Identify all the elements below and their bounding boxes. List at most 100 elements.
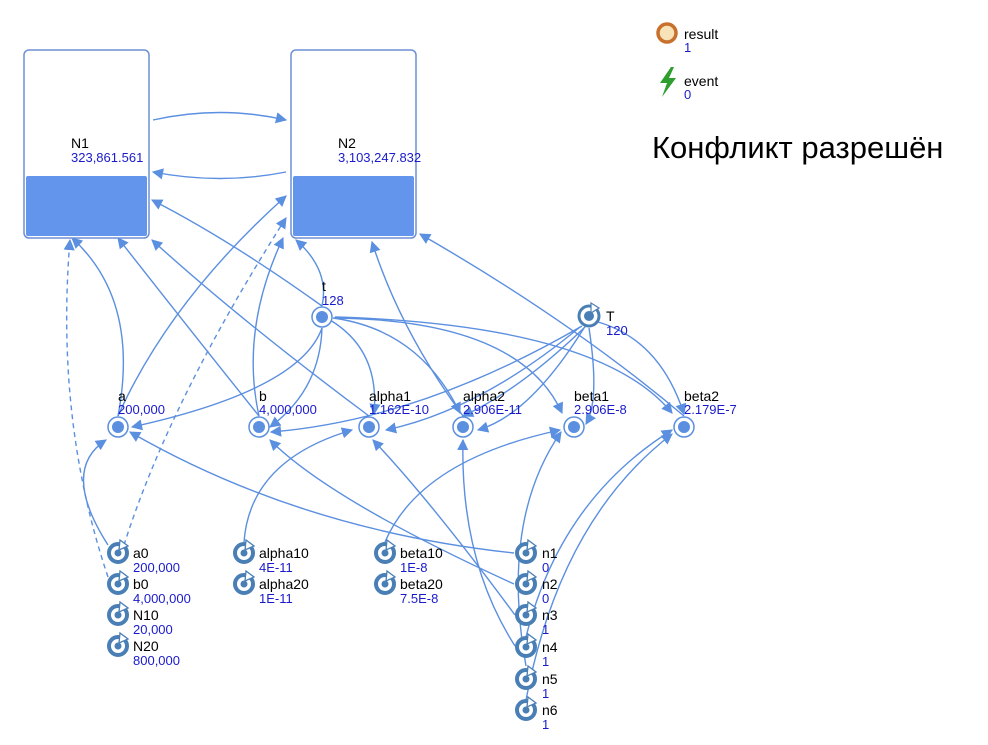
parameter-node-n3[interactable]	[515, 600, 538, 626]
parameter-node-alpha20[interactable]	[233, 569, 256, 595]
legend-event-value: 0	[684, 87, 692, 102]
var-T-name: T	[606, 308, 615, 324]
var-t-name: t	[322, 278, 326, 294]
stock-N2[interactable]	[290, 49, 417, 239]
link-arrow-23	[597, 321, 687, 416]
parameter-node-n4[interactable]	[515, 632, 538, 658]
variable-node-t[interactable]	[311, 306, 333, 328]
result-circle-icon	[656, 22, 678, 44]
link-arrow-31	[457, 438, 516, 647]
param-a0-name: a0	[133, 545, 149, 561]
param-n4-value: 1	[542, 654, 550, 669]
param-a0-value: 200,000	[133, 560, 180, 575]
param-beta10-value: 1E-8	[400, 560, 428, 575]
parameter-node-N10[interactable]	[107, 600, 130, 626]
stock-N1[interactable]	[23, 49, 150, 239]
conflict-status-text: Конфликт разрешён	[652, 130, 944, 165]
link-arrow-26	[384, 426, 562, 543]
variable-node-alpha2[interactable]	[452, 416, 474, 438]
var-beta2-name: beta2	[684, 388, 720, 404]
variable-node-T[interactable]	[577, 301, 601, 328]
param-n2-value: 0	[542, 591, 550, 606]
legend-result-value: 1	[684, 40, 692, 55]
link-arrow-5	[117, 195, 287, 417]
parameter-node-beta20[interactable]	[374, 569, 397, 595]
legend-event-label: event	[684, 73, 719, 89]
var-a-name: a	[118, 388, 126, 404]
param-N10-value: 20,000	[133, 622, 173, 637]
param-n6-value: 1	[542, 717, 550, 732]
param-beta10-name: beta10	[400, 545, 443, 561]
link-arrow-32	[517, 431, 562, 667]
parameter-node-b0[interactable]	[107, 569, 130, 595]
parameter-node-alpha10[interactable]	[233, 538, 256, 564]
parameter-node-N20[interactable]	[107, 631, 130, 657]
param-n2-name: n2	[542, 576, 558, 592]
param-b0-name: b0	[133, 576, 149, 592]
param-n1-name: n1	[542, 545, 558, 561]
var-b-value: 4,000,000	[259, 402, 317, 417]
link-arrow-25	[243, 427, 354, 543]
link-arrow-3	[295, 239, 325, 307]
var-beta1-value: 2.906E-8	[574, 402, 627, 417]
var-beta1-name: beta1	[574, 388, 610, 404]
stock-N2-name: N2	[338, 135, 356, 151]
link-arrow-33	[525, 433, 673, 701]
param-n4-name: n4	[542, 639, 558, 655]
link-arrow-10	[419, 233, 685, 417]
variable-node-beta1[interactable]	[563, 416, 585, 438]
param-N10-name: N10	[133, 607, 159, 623]
lightning-bolt-icon	[660, 67, 676, 97]
param-beta20-value: 7.5E-8	[400, 591, 439, 606]
link-arrow-28	[129, 431, 515, 554]
link-arrow-19	[269, 325, 583, 437]
variable-node-alpha1[interactable]	[358, 416, 380, 438]
link-arrow-34	[525, 429, 673, 638]
link-arrow-29	[269, 439, 515, 585]
parameter-node-n6[interactable]	[515, 695, 538, 721]
link-arrow-16	[332, 317, 461, 415]
variable-node-beta2[interactable]	[673, 416, 695, 438]
param-n5-value: 1	[542, 686, 550, 701]
variable-node-a[interactable]	[107, 416, 129, 438]
parameter-node-n1[interactable]	[515, 538, 538, 564]
parameter-node-n5[interactable]	[515, 664, 538, 690]
link-arrow-9	[369, 240, 464, 417]
link-arrow-18	[334, 316, 673, 414]
var-alpha1-name: alpha1	[369, 388, 412, 404]
parameter-node-beta10[interactable]	[374, 538, 397, 564]
link-arrow-14	[269, 327, 323, 428]
var-b-name: b	[259, 388, 267, 404]
var-a-value: 200,000	[118, 402, 165, 417]
param-n3-name: n3	[542, 607, 558, 623]
param-b0-value: 4,000,000	[133, 591, 191, 606]
param-alpha20-value: 1E-11	[259, 591, 293, 606]
link-arrow-4	[71, 237, 125, 417]
parameter-node-n2[interactable]	[515, 569, 538, 595]
var-alpha2-value: 2.906E-11	[463, 402, 523, 417]
link-arrow-21	[476, 327, 585, 433]
param-beta20-name: beta20	[400, 576, 443, 592]
nodes-layer	[23, 49, 695, 721]
link-arrow-0	[152, 111, 288, 124]
var-t-value: 128	[322, 293, 344, 308]
link-arrow-1	[151, 168, 287, 180]
stock-N1-name: N1	[71, 135, 89, 151]
link-arrow-13	[130, 327, 323, 431]
stock-N2-value: 3,103,247.832	[338, 150, 422, 165]
link-arrow-7	[252, 236, 284, 417]
link-arrow-6	[117, 237, 260, 417]
param-n3-value: 1	[542, 622, 550, 637]
link-arrow-12	[123, 217, 287, 546]
parameter-node-a0[interactable]	[107, 538, 130, 564]
var-alpha1-value: 1.162E-10	[369, 402, 429, 417]
link-arrow-27	[82, 439, 109, 546]
param-N20-value: 800,000	[133, 653, 180, 668]
stock-N1-value: 323,861.561	[71, 150, 144, 165]
variable-node-b[interactable]	[248, 416, 270, 438]
param-n5-name: n5	[542, 671, 558, 687]
param-alpha20-name: alpha20	[259, 576, 309, 592]
legend-result-label: result	[684, 26, 719, 42]
var-beta2-value: 2.179E-7	[684, 402, 737, 417]
